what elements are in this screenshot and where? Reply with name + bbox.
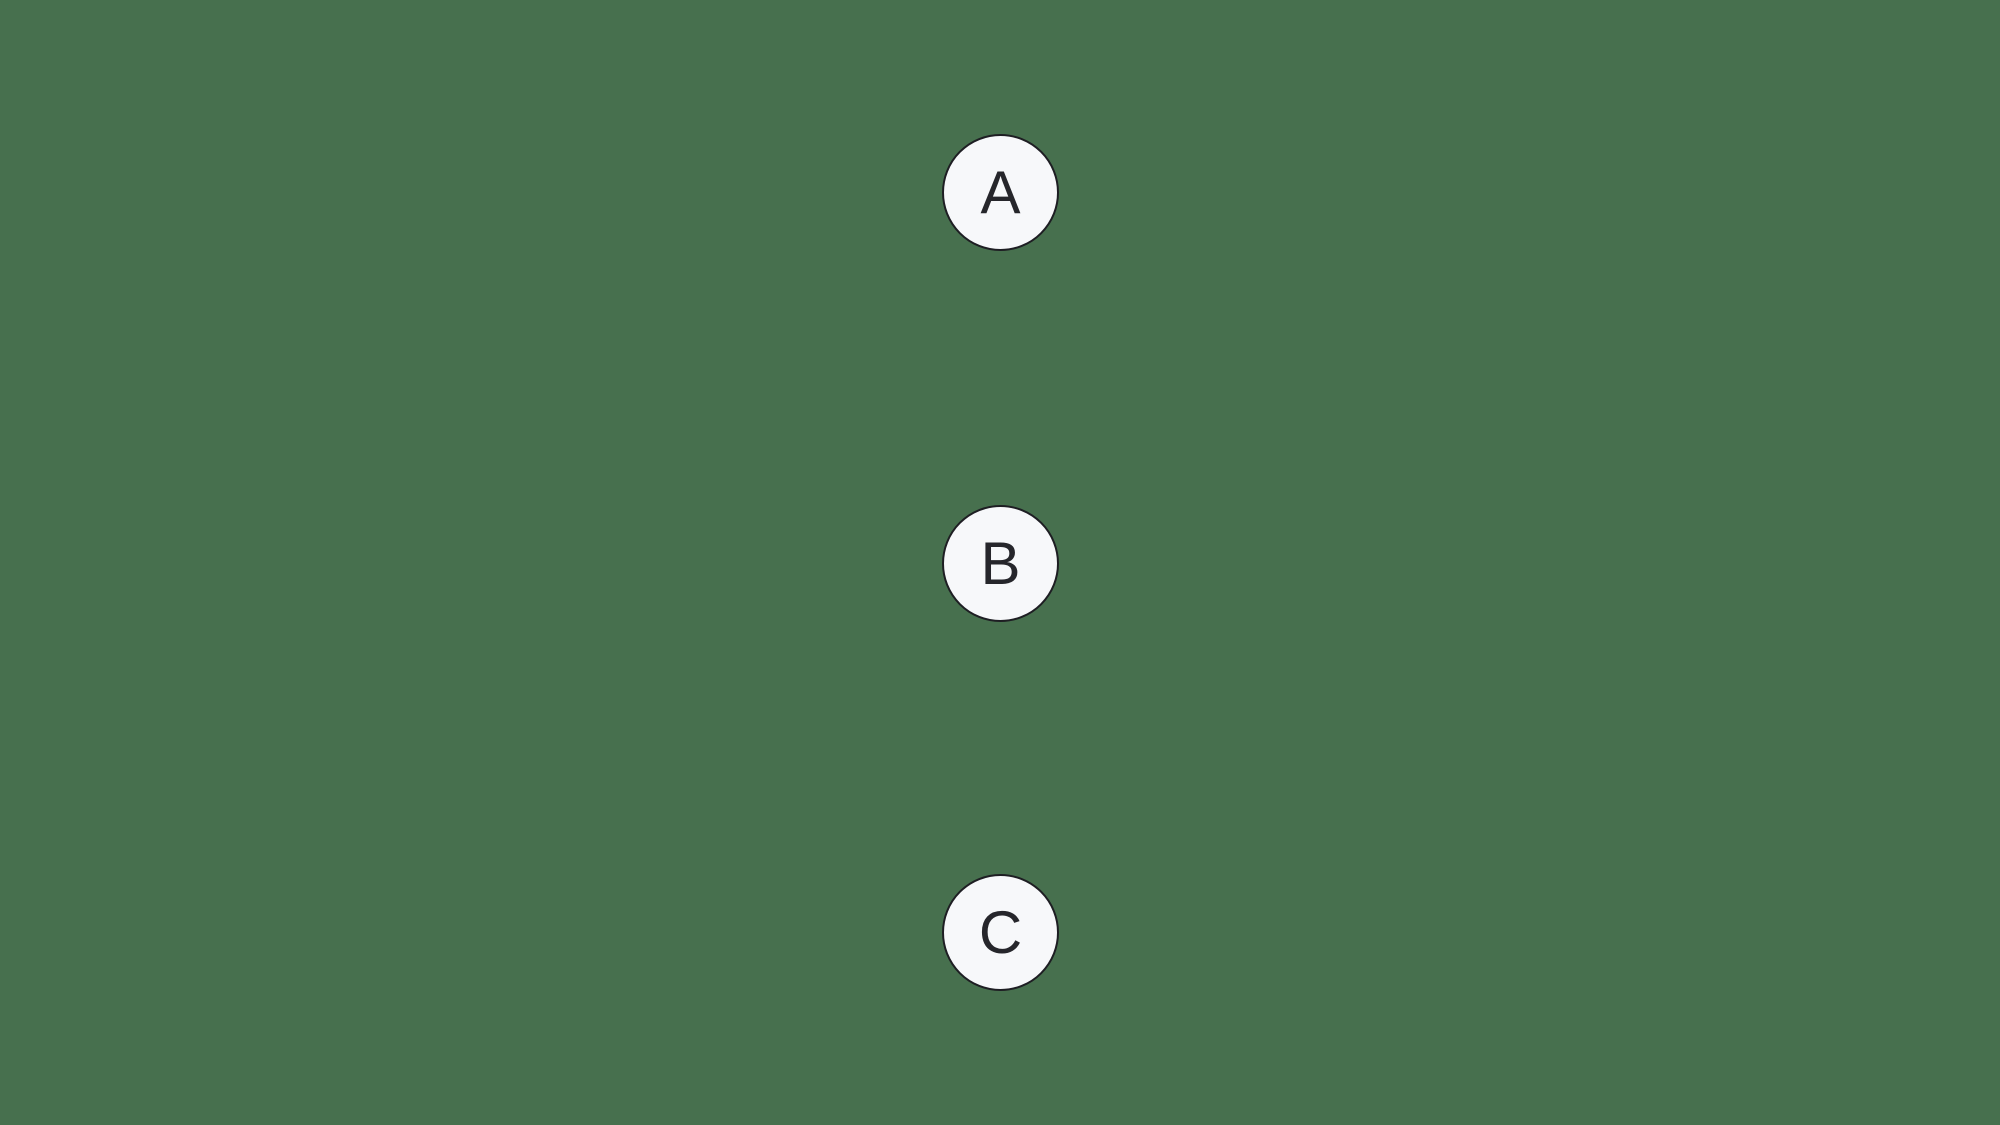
node-a: A [942,134,1059,251]
node-c: C [942,874,1059,991]
node-b: B [942,505,1059,622]
node-a-label: A [980,158,1021,226]
node-c-label: C [978,898,1023,966]
node-b-label: B [980,529,1021,597]
